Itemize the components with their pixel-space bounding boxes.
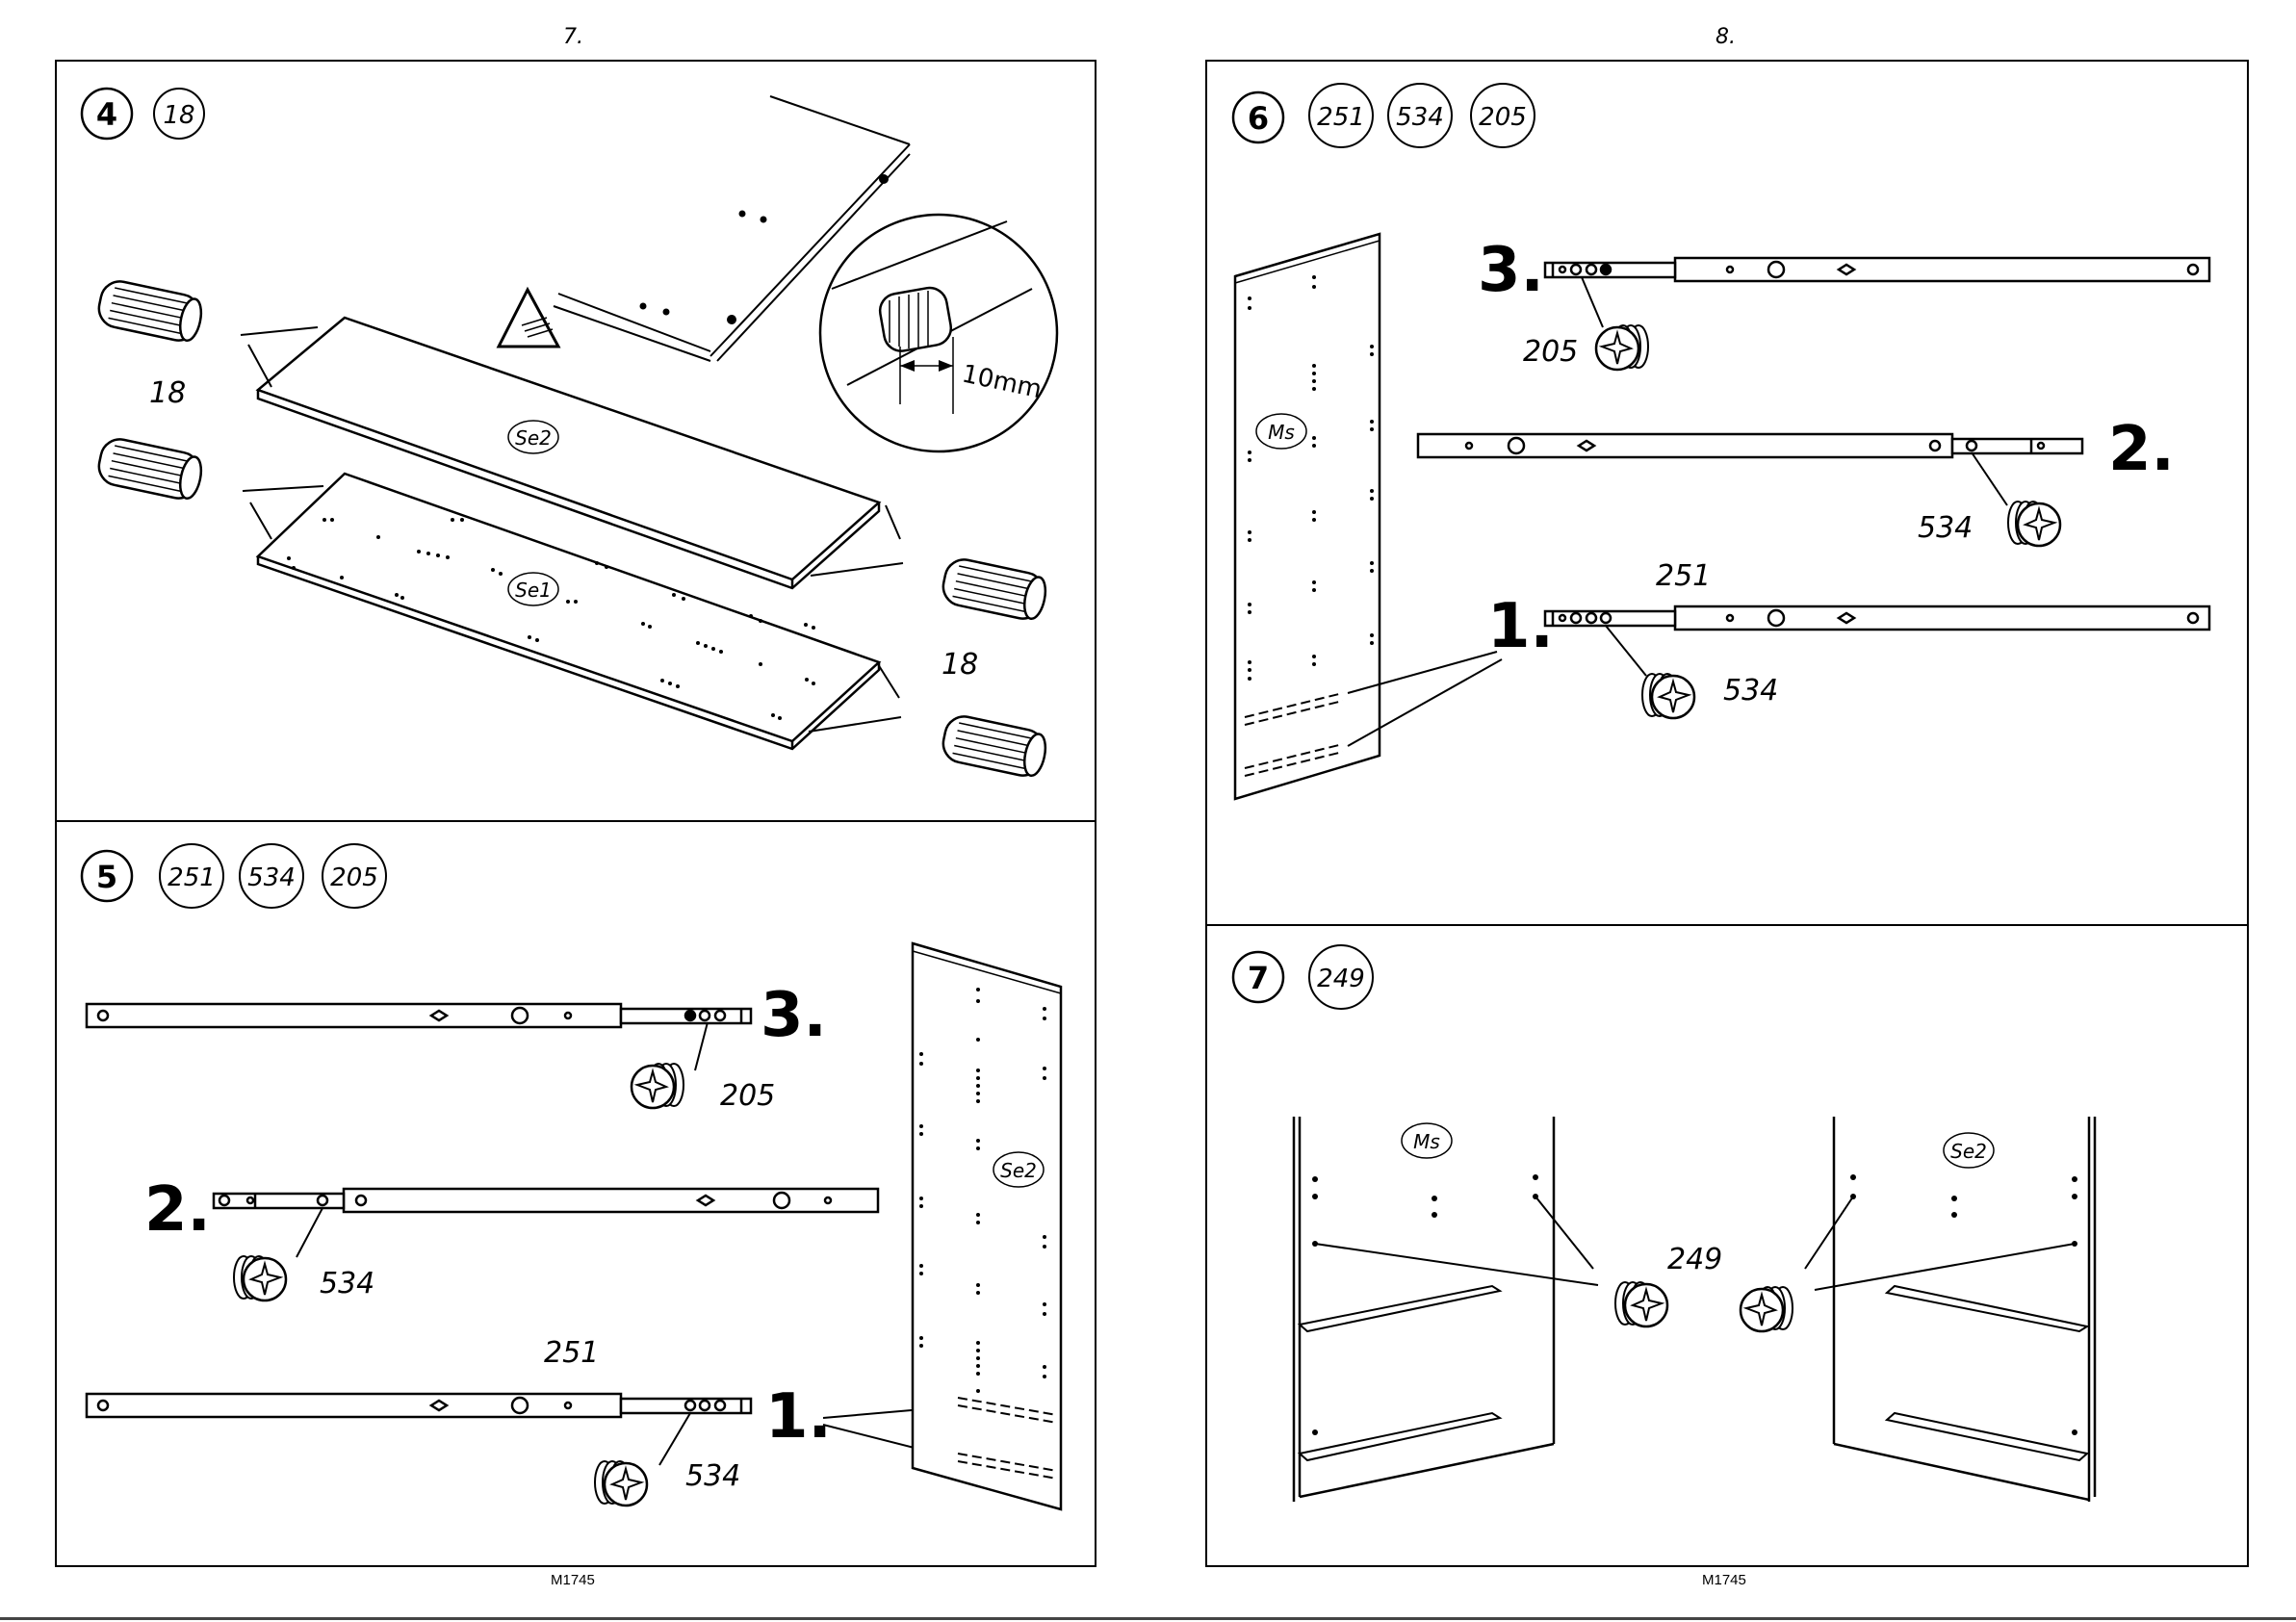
step-6-label-1: 1. — [1487, 591, 1554, 662]
step-7-part-249: 249 — [1317, 965, 1365, 993]
leader-line — [297, 1208, 322, 1257]
step-6-label-3: 3. — [1478, 235, 1544, 306]
leader-line — [695, 1022, 708, 1070]
panel-ms-label-step7: Ms — [1413, 1130, 1440, 1153]
step-4-part-18: 18 — [163, 101, 194, 130]
connector-screw-icon — [1615, 1282, 1667, 1326]
step-6-part-205: 205 — [1479, 103, 1527, 132]
step-4-number: 4 — [96, 96, 117, 133]
step-7-header: 7 249 — [1233, 945, 1373, 1009]
step-6-label-2: 2. — [2108, 414, 2175, 485]
leader-line — [1606, 626, 1646, 676]
screw-icon — [1596, 325, 1648, 370]
step-6-header: 6 251 534 205 — [1233, 84, 1535, 147]
step-4-header: 4 18 — [82, 89, 204, 139]
connector-screw-icon — [1741, 1287, 1793, 1331]
step-5-label-3: 3. — [761, 980, 827, 1051]
drawer-rail — [87, 1394, 751, 1417]
step-5-header: 5 251 534 205 — [82, 844, 386, 908]
dowel-qty-left: 18 — [149, 376, 186, 410]
drawer-rail — [1545, 606, 2209, 630]
panel-se1-label: Se1 — [515, 579, 552, 602]
dowel-icon — [95, 278, 205, 345]
dowel-qty-right: 18 — [942, 648, 978, 682]
rail-251-label-step6: 251 — [1656, 559, 1711, 593]
screw-205-label: 205 — [720, 1079, 775, 1113]
dowel-icon — [940, 556, 1049, 623]
step-6-part-251: 251 — [1317, 103, 1365, 132]
screw-icon — [1642, 674, 1694, 718]
side-panel-se2 — [913, 943, 1061, 1509]
warning-triangle-icon — [499, 290, 558, 347]
step-5-label-1: 1. — [765, 1381, 832, 1453]
screw-534b-label: 534 — [685, 1459, 740, 1493]
page-bottom-border — [0, 1617, 2296, 1620]
cabinet-corner — [554, 96, 910, 361]
panel-se2-label-step7: Se2 — [1950, 1140, 1987, 1163]
step-6-part-534: 534 — [1396, 103, 1444, 132]
screw-icon — [234, 1256, 286, 1300]
screw-534a-label: 534 — [320, 1267, 374, 1300]
drawer-rail — [1545, 258, 2209, 281]
drawer-rail — [87, 1004, 751, 1027]
drawer-rail — [214, 1189, 878, 1212]
screw-icon — [595, 1461, 647, 1506]
dowel-icon — [95, 436, 205, 502]
panel-ms-label-step6: Ms — [1268, 421, 1295, 444]
step-6-number: 6 — [1248, 100, 1269, 137]
dowel-icon — [940, 713, 1049, 780]
step-5-part-205: 205 — [330, 863, 378, 892]
leader-line — [659, 1413, 690, 1465]
screw-534b-label-step6: 534 — [1723, 674, 1778, 708]
step-5-number: 5 — [96, 859, 117, 895]
leader-line — [1582, 277, 1603, 327]
screw-534a-label-step6: 534 — [1918, 511, 1973, 545]
rail-251-label: 251 — [544, 1336, 599, 1370]
detail-magnifier — [820, 215, 1057, 451]
side-panel-ms — [1235, 234, 1380, 799]
panel-se2-label-step5: Se2 — [1000, 1159, 1037, 1182]
screw-icon — [632, 1064, 684, 1108]
step-5-part-534: 534 — [247, 863, 296, 892]
drawer-rail — [1418, 434, 2082, 457]
cabinet-right-se2 — [1834, 1117, 2095, 1502]
screw-205-label-step6: 205 — [1523, 335, 1578, 369]
cabinet-left-ms — [1294, 1117, 1554, 1502]
footer-code-right: M1745 — [1702, 1572, 1746, 1588]
footer-code-left: M1745 — [551, 1572, 595, 1588]
step-5-label-2: 2. — [144, 1174, 211, 1246]
step-7-number: 7 — [1248, 960, 1269, 996]
step-5-part-251: 251 — [168, 863, 216, 892]
panel-se2-label: Se2 — [515, 426, 552, 450]
connector-249-label: 249 — [1667, 1243, 1722, 1276]
measurement-label: 10mm — [960, 360, 1045, 405]
screw-icon — [2008, 502, 2060, 546]
leader-line — [1972, 452, 2007, 505]
